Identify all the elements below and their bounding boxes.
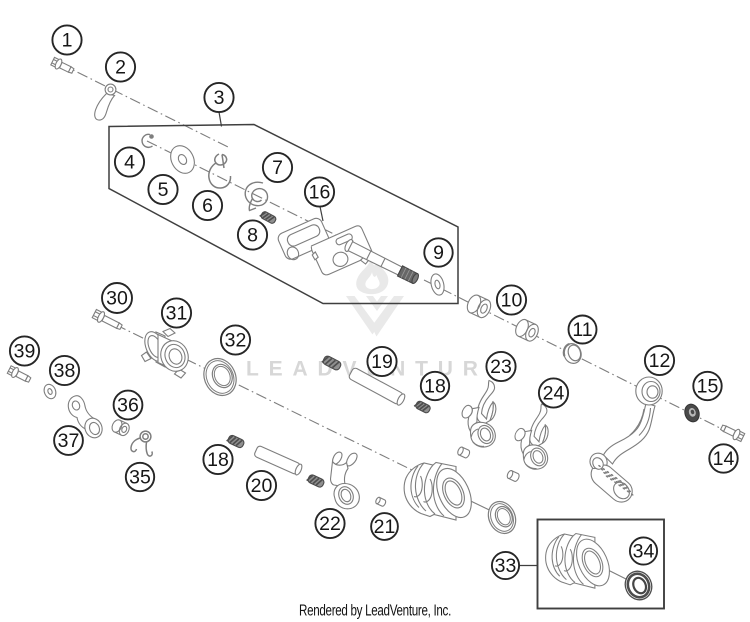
svg-text:33: 33	[495, 555, 517, 577]
svg-text:1: 1	[62, 30, 73, 52]
svg-text:2: 2	[115, 57, 126, 79]
svg-text:24: 24	[543, 383, 565, 405]
svg-text:35: 35	[129, 467, 151, 489]
svg-text:16: 16	[309, 182, 331, 204]
svg-text:Rendered by LeadVenture, Inc.: Rendered by LeadVenture, Inc.	[299, 603, 451, 620]
svg-text:19: 19	[371, 351, 393, 373]
svg-text:14: 14	[713, 448, 735, 470]
svg-text:21: 21	[374, 516, 396, 538]
svg-text:30: 30	[106, 288, 128, 310]
svg-text:18: 18	[207, 449, 229, 471]
svg-text:10: 10	[501, 290, 523, 312]
svg-text:18: 18	[424, 376, 446, 398]
svg-text:32: 32	[225, 330, 247, 352]
svg-text:37: 37	[58, 430, 80, 452]
svg-text:8: 8	[247, 225, 258, 247]
svg-text:39: 39	[14, 341, 36, 363]
svg-text:23: 23	[490, 356, 512, 378]
svg-text:4: 4	[124, 152, 135, 174]
svg-text:6: 6	[202, 195, 213, 217]
svg-text:7: 7	[272, 157, 283, 179]
svg-text:22: 22	[319, 513, 341, 535]
svg-text:5: 5	[158, 179, 169, 201]
svg-text:12: 12	[649, 350, 671, 372]
svg-text:36: 36	[117, 395, 139, 417]
svg-text:38: 38	[54, 360, 76, 382]
svg-text:11: 11	[572, 319, 592, 341]
svg-text:20: 20	[251, 475, 273, 497]
svg-text:15: 15	[697, 376, 719, 398]
svg-text:34: 34	[633, 541, 655, 563]
svg-text:9: 9	[433, 242, 444, 264]
svg-text:31: 31	[166, 303, 188, 325]
svg-text:3: 3	[214, 87, 225, 109]
